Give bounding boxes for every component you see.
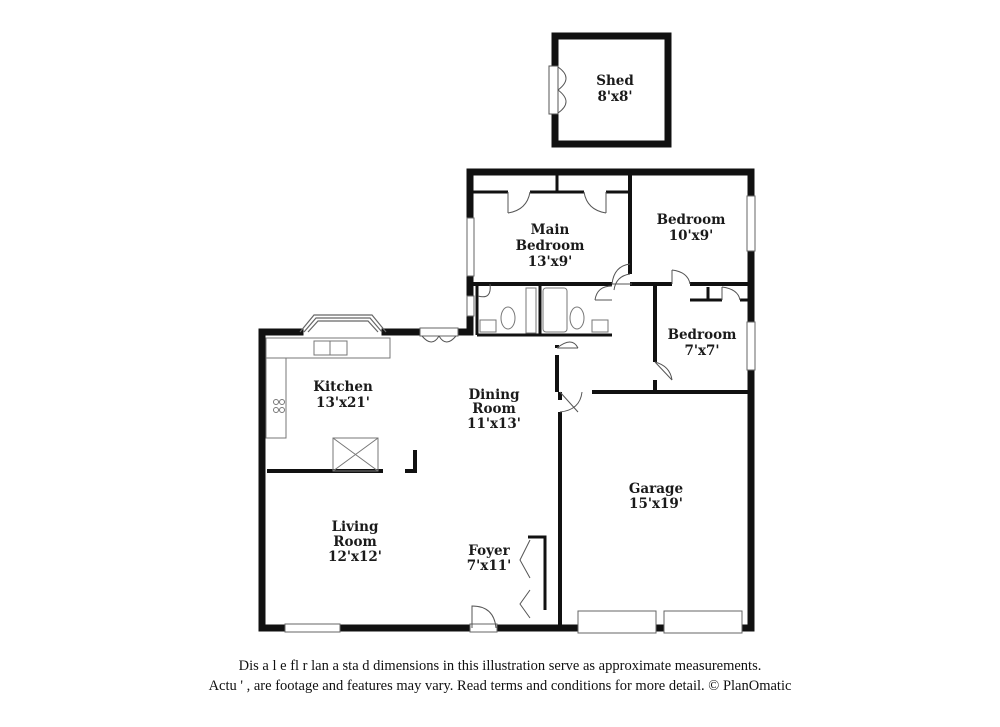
doors <box>419 191 741 633</box>
main-bedroom-label-line1: Main <box>531 222 570 238</box>
windows <box>284 195 756 634</box>
dining-room-dimensions: 11'x13' <box>467 416 521 432</box>
disclaimer-line-1: Dis a l e fl r lan a sta d dimensions in… <box>238 658 762 674</box>
foyer-label: Foyer <box>468 543 510 559</box>
garage-label: Garage <box>629 481 683 497</box>
fixtures <box>265 287 609 472</box>
bedroom-2-closet-door[interactable] <box>721 286 741 301</box>
main-bedroom-dimensions: 13'x9' <box>528 254 573 270</box>
kitchen: Kitchen 13'x21' <box>313 379 373 411</box>
dining-room-label-line1: Dining <box>468 387 520 403</box>
closet-door-left[interactable] <box>507 191 531 214</box>
disclaimer-line-2: Actu ' , are footage and features may va… <box>208 678 792 694</box>
dining-room: Dining Room 11'x13' <box>467 387 521 432</box>
closet-door-right[interactable] <box>583 191 607 214</box>
garage-entry-door[interactable] <box>559 391 583 413</box>
bedroom-1: Bedroom 10'x9' <box>657 212 726 244</box>
shed: Shed 8'x8' <box>548 32 672 148</box>
bath-door[interactable] <box>477 283 613 301</box>
kitchen-label: Kitchen <box>313 379 373 395</box>
living-room-dimensions: 12'x12' <box>328 549 382 565</box>
bedroom-1-dimensions: 10'x9' <box>669 228 714 244</box>
garage: Garage 15'x19' <box>629 481 683 512</box>
foyer-dimensions: 7'x11' <box>467 558 512 574</box>
living-room-label-line1: Living <box>332 519 379 535</box>
shed-label: Shed <box>596 73 634 89</box>
bay-window <box>299 314 387 333</box>
bedroom-1-door[interactable] <box>671 269 691 285</box>
main-bedroom: Main Bedroom 13'x9' <box>516 222 585 270</box>
disclaimer: Dis a l e fl r lan a sta d dimensions in… <box>0 656 1000 696</box>
kitchen-dimensions: 13'x21' <box>316 395 370 411</box>
living-room-label-line2: Room <box>333 534 377 550</box>
bedroom-1-label: Bedroom <box>657 212 726 228</box>
shed-dimensions: 8'x8' <box>597 89 632 105</box>
garage-dimensions: 15'x19' <box>629 496 683 512</box>
bedroom-2-dimensions: 7'x7' <box>684 343 719 359</box>
dining-room-label-line2: Room <box>472 401 516 417</box>
shed-door[interactable] <box>548 65 567 115</box>
living-room: Living Room 12'x12' <box>328 519 382 565</box>
patio-door[interactable] <box>419 327 459 343</box>
bedroom-2: Bedroom 7'x7' <box>668 327 737 359</box>
bedroom-2-door[interactable] <box>654 361 673 381</box>
interior-walls <box>267 175 751 628</box>
main-bedroom-label-line2: Bedroom <box>516 238 585 254</box>
front-door[interactable] <box>469 605 498 633</box>
bedroom-2-label: Bedroom <box>668 327 737 343</box>
hall-door[interactable] <box>556 273 631 349</box>
foyer-closet-doors[interactable] <box>519 539 531 619</box>
foyer: Foyer 7'x11' <box>467 543 512 574</box>
